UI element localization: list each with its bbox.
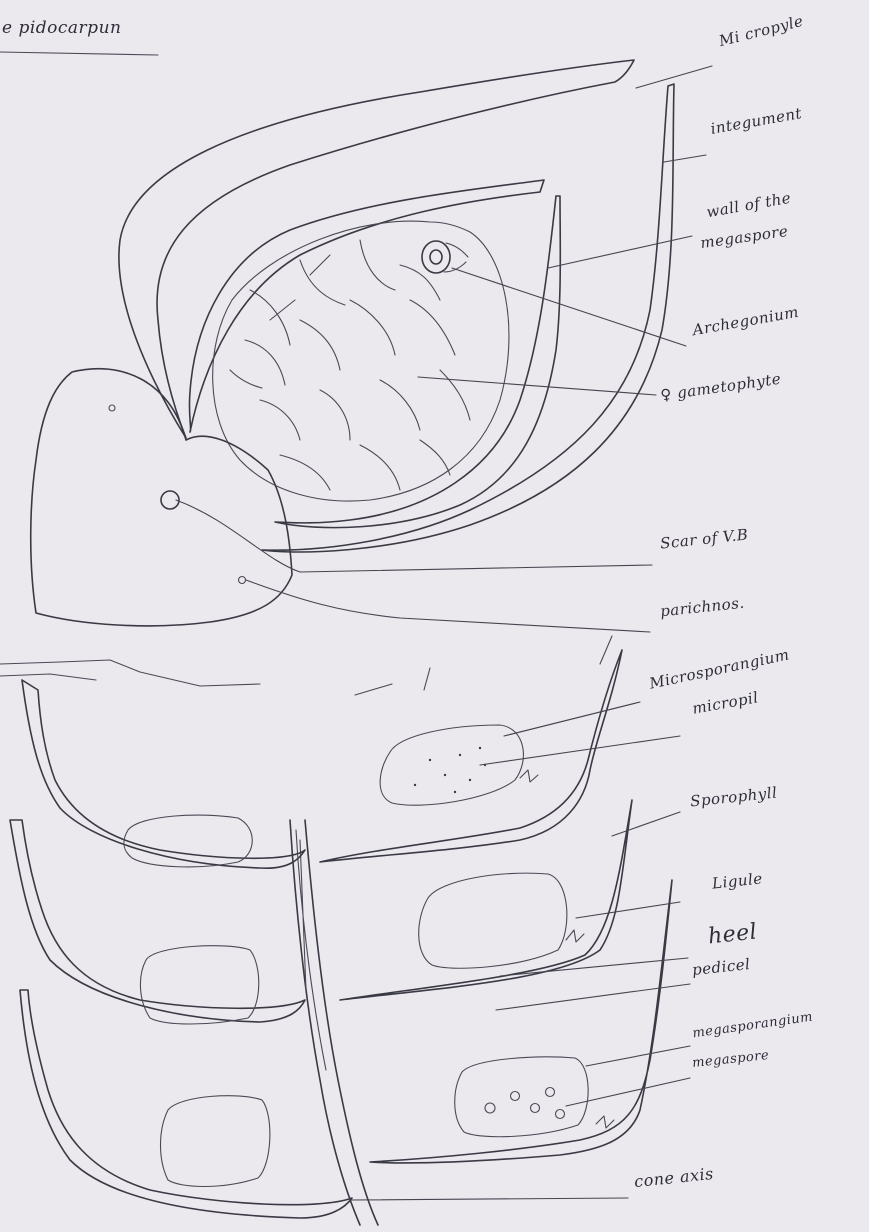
megasporangium-left (140, 946, 258, 1024)
leader-pedicel (496, 984, 690, 1010)
cone-axis-left (290, 820, 360, 1225)
leader-cone-axis (350, 1198, 628, 1200)
megaspore-1 (485, 1103, 495, 1113)
leader-micropil (480, 736, 680, 765)
cut-edge (0, 636, 612, 695)
label-heel: heel (707, 919, 759, 949)
sporophyll-middle-right (340, 800, 632, 1000)
archegonium-outer (422, 241, 450, 273)
megasporangium-bottom-left (161, 1096, 270, 1187)
title-underline (0, 52, 158, 55)
microsporangium-left (124, 815, 252, 867)
megasporangium-lower (455, 1057, 588, 1137)
figure-title: e pidocarpun (2, 18, 121, 38)
leader-megasporangium (586, 1046, 690, 1066)
megaspore-2 (511, 1092, 520, 1101)
sporophyll-upper-left (22, 680, 305, 868)
cone-axis-right (305, 820, 378, 1225)
gametophyte-cells (230, 240, 470, 490)
megaspore-5 (556, 1110, 565, 1119)
megaspore-wall (189, 180, 544, 432)
leader-parichnos (246, 580, 650, 632)
megaspore-3 (531, 1104, 540, 1113)
leader-integument (664, 155, 706, 162)
sporophyll-upper-right (320, 650, 622, 862)
ligule-pit (109, 405, 115, 411)
leader-ligule (576, 902, 680, 918)
integument-outer (119, 60, 634, 438)
leader-microsporangium (504, 702, 640, 736)
archegonium-inner (430, 250, 442, 264)
ligule-lower (596, 1116, 614, 1128)
leader-megaspore (566, 1078, 690, 1106)
ligule-upper (520, 770, 538, 782)
megaspore-4 (546, 1088, 555, 1097)
leader-scar (176, 500, 652, 572)
microsporangium-right (380, 725, 523, 805)
megasporangium-middle (419, 873, 567, 968)
parichnos-mark (239, 577, 246, 584)
leader-sporophyll (612, 812, 680, 836)
sporophyll-lower-right (370, 880, 672, 1163)
ligule-middle (566, 930, 584, 942)
